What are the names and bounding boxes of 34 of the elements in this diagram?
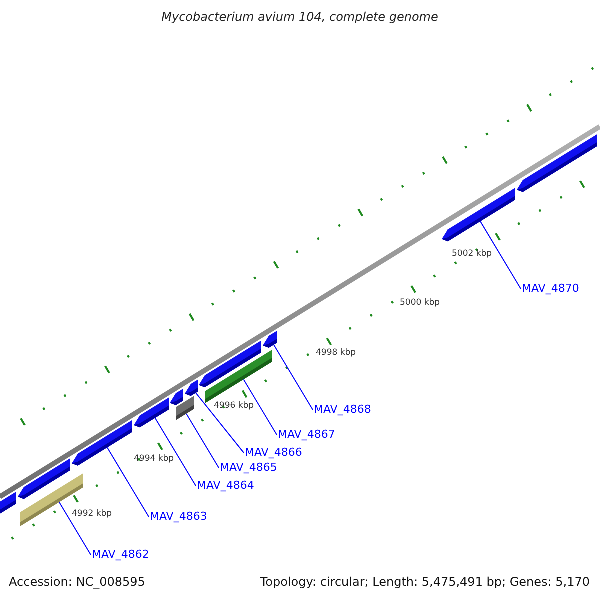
genome-summary-text: Topology: circular; Length: 5,475,491 bp; Genes: 5,170 [260,575,590,589]
gene-block [442,188,515,242]
leader-line [274,344,314,410]
gene-block [263,331,277,348]
gene-block [72,420,132,466]
map-title: Mycobacterium avium 104, complete genome [162,10,438,24]
leader-line [106,447,150,518]
gene-label: MAV_4868 [314,404,372,416]
leader-line [243,379,278,436]
gene-block [176,396,194,420]
gene-label: MAV_4865 [220,462,278,474]
leader-line [186,413,220,468]
accession-text: Accession: NC_008595 [9,575,146,589]
gene-block [134,398,169,428]
leader-line [154,418,196,486]
position-label: 4994 kbp [134,454,174,464]
position-label: 4996 kbp [214,401,254,411]
gene-label: MAV_4870 [522,283,580,295]
leader-line [196,392,244,454]
leader-line [58,502,92,556]
gene-block [517,134,597,192]
gene-label: MAV_4863 [150,511,208,523]
position-label: 5002 kbp [452,249,492,259]
position-label: 5000 kbp [400,298,440,308]
gene-label: MAV_4862 [92,549,150,561]
gene-label: MAV_4867 [278,429,336,441]
gene-label: MAV_4864 [197,480,254,492]
gene-block [170,389,183,406]
position-label: 4998 kbp [316,348,356,358]
gene-block [185,380,198,396]
position-label: 4992 kbp [72,509,112,519]
gene-label: MAV_4866 [245,447,302,459]
leader-line [480,221,522,290]
gene-block [0,492,16,516]
